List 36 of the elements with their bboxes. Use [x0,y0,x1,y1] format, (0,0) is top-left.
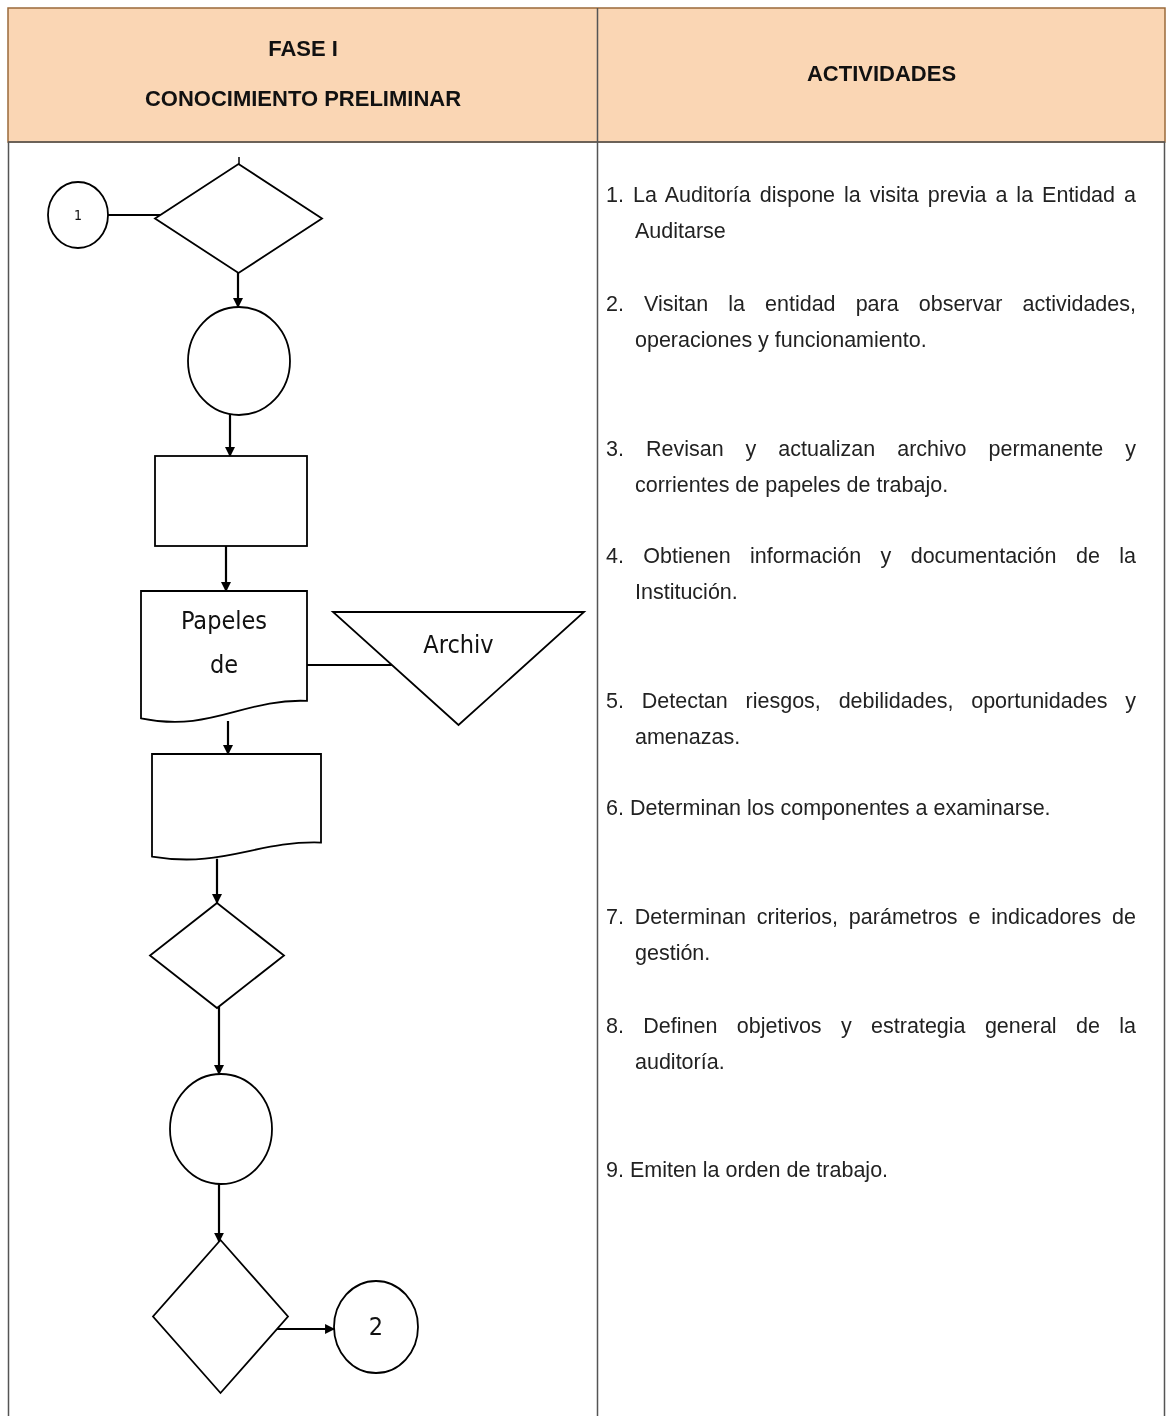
node-label: Archiv [423,628,494,661]
decision-diamond [155,164,322,273]
arrow [223,721,233,755]
connector-circle [48,182,108,248]
activity-item: 3. Revisan y actualizan archivo permanente y corrientes de papeles de trabajo. [606,436,1136,499]
document-shape [152,754,321,862]
activity-item: 2. Visitan la entidad para observar actividades, operaciones y funcionamiento. [606,291,1136,354]
process-box [155,456,307,546]
connector-line [307,663,392,667]
arrow [214,1006,224,1076]
column-header: FASE I [267,36,339,62]
activity-item: 8. Definen objetivos y estrategia general de la auditoría. [606,1013,1136,1076]
flow-circle [170,1074,272,1184]
column-header: ACTIVIDADES [805,61,958,87]
connector-circle [334,1281,418,1373]
arrow [221,546,231,592]
node-label: 1 [74,205,82,225]
decision-diamond [153,1240,288,1393]
arrow [225,414,235,457]
node-label: Papeles de [179,605,269,681]
node-label: 2 [368,1311,384,1344]
activity-item: 1. La Auditoría dispone la visita previa a la Entidad a Auditarse [606,182,1136,245]
arrow [233,272,243,308]
activity-item: 5. Detectan riesgos, debilidades, oportunidades y amenazas. [606,688,1136,751]
document-shape [141,591,307,725]
activity-item: 7. Determinan criterios, parámetros e indicadores de gestión. [606,904,1136,967]
activity-item: 6. Determinan los componentes a examinarse. [606,795,1052,822]
decision-diamond [150,903,284,1008]
flow-circle [188,307,290,415]
activity-item: 9. Emiten la orden de trabajo. [606,1157,890,1184]
archive-triangle [333,612,584,725]
activity-item: 4. Obtienen información y documentación de la Institución. [606,543,1136,606]
column-header: CONOCIMIENTO PRELIMINAR [143,86,463,112]
arrow [212,858,222,904]
arrow [214,1183,224,1243]
connector-line [108,213,161,217]
